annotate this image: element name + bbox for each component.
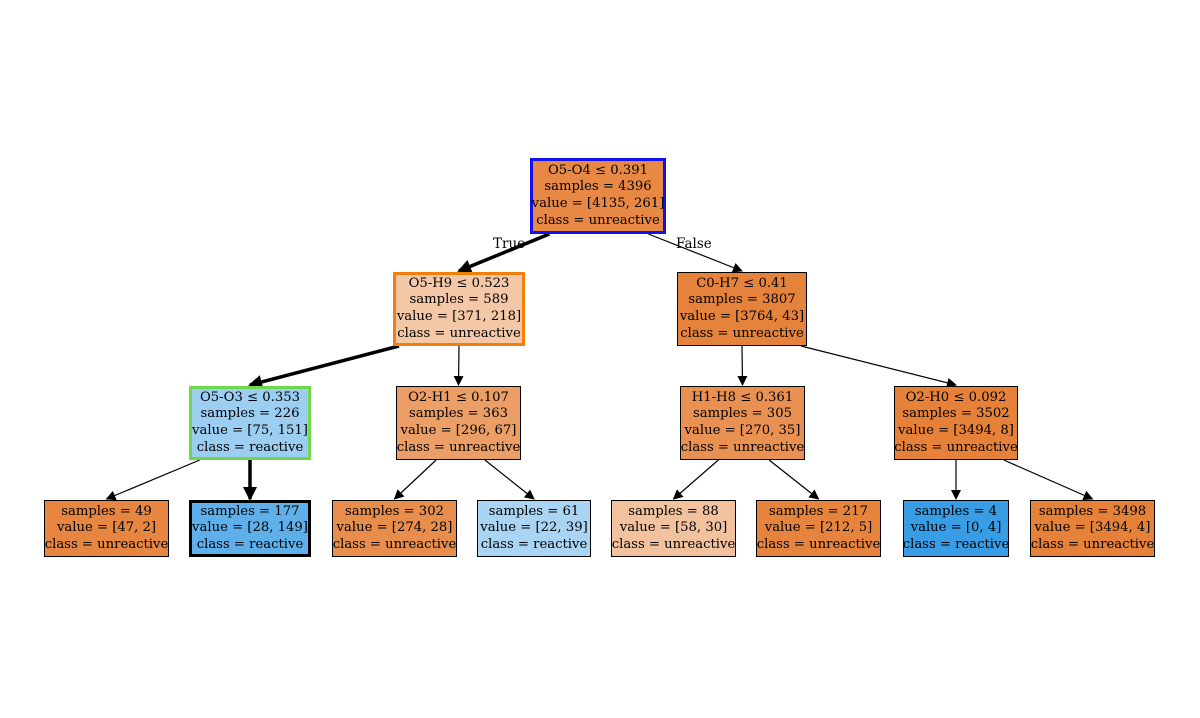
node-split-text: O5-O3 ≤ 0.353	[199, 389, 301, 405]
node-class-text: class = unreactive	[680, 325, 804, 341]
node-value-text: value = [296, 67]	[400, 423, 517, 438]
node-split-text: O5-O4 ≤ 0.391	[547, 162, 649, 178]
node-class-text: class = reactive	[480, 536, 588, 552]
node-split-text: H1-H8 ≤ 0.361	[691, 389, 794, 405]
node-samples-text: samples = 4396	[544, 179, 652, 195]
tree-edge-n3-l1	[105, 459, 201, 501]
node-samples-text: samples = 363	[409, 406, 508, 422]
tree-edge-n1-n4	[453, 345, 464, 386]
node-value-text: value = [22, 39]	[480, 520, 588, 536]
tree-edge-n2-n5	[737, 345, 748, 386]
node-class-text: class = unreactive	[536, 212, 660, 228]
node-samples-text: samples = 177	[200, 503, 300, 519]
node-value-text: value = [58, 30]	[619, 520, 728, 536]
node-samples-text: samples = 226	[200, 406, 300, 422]
node-value-text: value = [3764, 43]	[679, 309, 805, 324]
node-class-text: class = reactive	[196, 439, 304, 455]
node-class-text: class = unreactive	[680, 439, 805, 455]
tree-edge-n5-l5	[672, 459, 719, 500]
tree-edge-root-n1	[457, 232, 551, 273]
node-class-text: class = unreactive	[1030, 536, 1155, 552]
node-value-text: value = [0, 4]	[910, 520, 1002, 536]
tree-edge-n5-l6	[768, 459, 820, 500]
node-samples-text: samples = 305	[693, 406, 792, 422]
node-samples-text: samples = 3498	[1038, 503, 1147, 519]
tree-edge-n4-l3	[393, 459, 437, 500]
node-samples-text: samples = 3807	[688, 292, 796, 308]
node-class-text: class = reactive	[196, 536, 304, 552]
node-class-text: class = unreactive	[894, 439, 1018, 455]
node-samples-text: samples = 88	[628, 503, 719, 519]
node-samples-text: samples = 302	[345, 503, 444, 519]
edge-label-true: True	[493, 236, 526, 252]
node-samples-text: samples = 3502	[902, 406, 1010, 422]
node-samples-text: samples = 61	[488, 503, 580, 519]
node-value-text: value = [28, 149]	[192, 520, 308, 536]
node-class-text: class = unreactive	[611, 536, 736, 552]
tree-edge-root-n2	[648, 233, 743, 273]
node-class-text: class = unreactive	[397, 325, 521, 341]
node-samples-text: samples = 49	[61, 503, 152, 519]
node-value-text: value = [3494, 8]	[898, 423, 1014, 438]
node-value-text: value = [3494, 4]	[1034, 520, 1151, 536]
node-split-text: C0-H7 ≤ 0.41	[696, 275, 788, 291]
node-samples-text: samples = 4	[914, 503, 998, 519]
tree-edge-n6-l8	[1003, 459, 1094, 500]
node-value-text: value = [274, 28]	[336, 520, 453, 536]
node-class-text: class = unreactive	[396, 439, 521, 455]
node-value-text: value = [212, 5]	[764, 520, 873, 536]
node-samples-text: samples = 217	[769, 503, 868, 519]
node-split-text: O2-H0 ≤ 0.092	[905, 389, 1007, 405]
node-split-text: O2-H1 ≤ 0.107	[408, 389, 509, 405]
node-split-text: O5-H9 ≤ 0.523	[408, 275, 510, 291]
node-class-text: class = unreactive	[44, 536, 169, 552]
node-value-text: value = [4135, 261]	[531, 196, 665, 211]
node-value-text: value = [371, 218]	[396, 309, 522, 324]
tree-edge-n4-l4	[484, 459, 535, 500]
node-class-text: class = reactive	[902, 536, 1010, 552]
node-value-text: value = [47, 2]	[56, 520, 157, 536]
node-value-text: value = [75, 151]	[192, 423, 308, 438]
node-class-text: class = unreactive	[332, 536, 457, 552]
tree-edge-n2-n6	[800, 345, 957, 388]
edge-label-false: False	[676, 236, 712, 252]
node-value-text: value = [270, 35]	[684, 423, 801, 438]
node-class-text: class = unreactive	[756, 536, 881, 552]
node-samples-text: samples = 589	[409, 292, 509, 308]
tree-edge-n1-n3	[248, 344, 400, 389]
